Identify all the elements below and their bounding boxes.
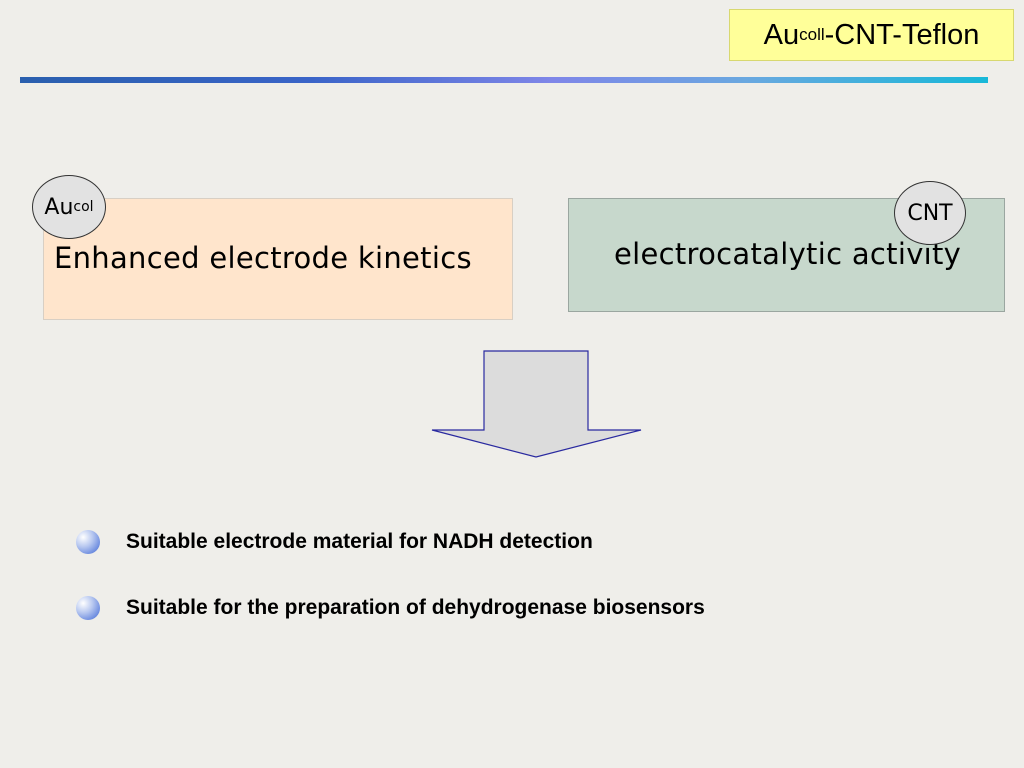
kinetics-text: Enhanced electrode kinetics: [54, 241, 472, 275]
electrocatalytic-text: electrocatalytic activity: [614, 237, 962, 271]
au-badge-main: Au: [44, 194, 74, 220]
kinetics-box: Enhanced electrode kinetics: [43, 198, 513, 320]
bullet-text: Suitable electrode material for NADH det…: [126, 530, 593, 553]
list-item: Suitable for the preparation of dehydrog…: [76, 596, 705, 620]
down-arrow-shape: [431, 350, 642, 458]
list-item: Suitable electrode material for NADH det…: [76, 530, 593, 554]
title-suffix: -CNT-Teflon: [824, 18, 980, 51]
bullet-text: Suitable for the preparation of dehydrog…: [126, 596, 705, 619]
down-arrow-icon: [431, 350, 642, 458]
cnt-badge-label: CNT: [907, 200, 953, 226]
cnt-badge: CNT: [894, 181, 966, 245]
bullet-sphere-icon: [76, 530, 100, 554]
header-divider: [20, 77, 988, 83]
title-main: Au: [763, 18, 800, 51]
bullet-sphere-icon: [76, 596, 100, 620]
